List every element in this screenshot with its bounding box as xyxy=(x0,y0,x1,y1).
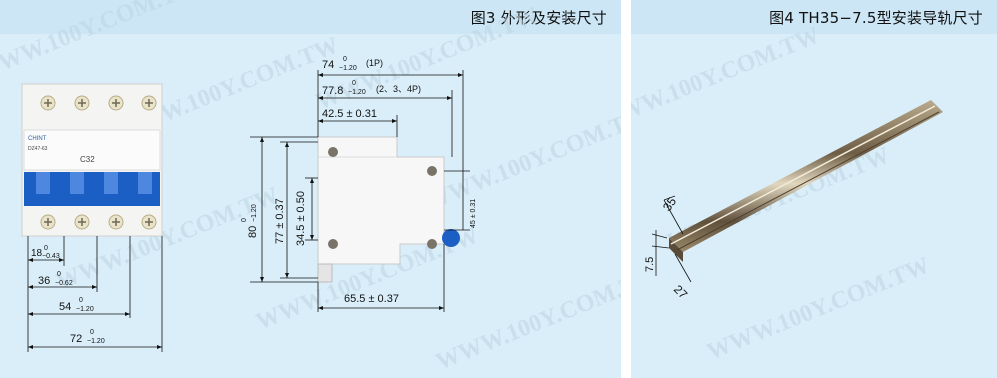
dim-778-tol-lower: −1.20 xyxy=(348,89,366,96)
dim-36-tol-upper: 0 xyxy=(57,271,61,278)
dim-425: 42.5 ± 0.31 xyxy=(322,108,377,120)
rail-dim-35: 35 xyxy=(660,194,679,213)
dim-77: 77 ± 0.37 xyxy=(274,198,286,244)
dim-45: 45 ± 0.31 xyxy=(470,199,477,228)
dim-45-lines xyxy=(444,170,470,231)
dim-36-tol-lower: −0.62 xyxy=(55,280,73,287)
figure3-title: 图3 外形及安装尺寸 xyxy=(470,9,607,27)
figure4-title: 图4 TH35−7.5型安装导轨尺寸 xyxy=(769,9,983,27)
watermark-text: WWW.100Y.COM.TW xyxy=(704,252,934,365)
figure4-panel: 图4 TH35−7.5型安装导轨尺寸 WWW.100Y.COM.TW WWW.1… xyxy=(631,0,997,378)
width-dimension-lines xyxy=(27,236,163,352)
dim-74-value: 74 xyxy=(322,59,334,71)
dim-655-lines xyxy=(317,244,445,312)
dim-80-tol-upper: 0 xyxy=(241,218,248,222)
dim-345: 34.5 ± 0.50 xyxy=(295,191,307,246)
dim-80-tol-lower: −1.20 xyxy=(251,204,258,222)
rail-dimension-lines xyxy=(651,195,692,283)
watermark-text: WWW.100Y.COM.TW xyxy=(631,22,824,135)
figure4-drawing: WWW.100Y.COM.TW WWW.100Y.COM.TW WWW.100Y… xyxy=(631,22,943,366)
breaker-photo: CHINT DZ47-63 C32 xyxy=(21,83,163,237)
dim-74-tol-lower: −1.20 xyxy=(339,65,357,72)
top-dimension-lines xyxy=(317,70,464,230)
rail-dim-75: 7.5 xyxy=(644,257,656,272)
dim-54-tol-lower: −1.20 xyxy=(76,306,94,313)
din-rail xyxy=(669,100,943,262)
dim-18-tol-upper: 0 xyxy=(44,245,48,252)
dim-80-value: 80 xyxy=(247,226,259,238)
dim-72-tol-lower: −1.20 xyxy=(87,338,105,345)
height-dimension-lines xyxy=(250,136,318,283)
dim-655: 65.5 ± 0.37 xyxy=(344,293,399,305)
rail-dim-27: 27 xyxy=(671,282,691,302)
breaker-brand: CHINT xyxy=(28,136,47,142)
dim-36-value: 36 xyxy=(38,275,50,287)
dim-18-tol-lower: −0.43 xyxy=(42,253,60,260)
dim-72-tol-upper: 0 xyxy=(90,329,94,336)
watermark-text: WWW.100Y.COM.TW xyxy=(433,262,621,375)
din-clip xyxy=(442,229,460,247)
figure3-panel: 图3 外形及安装尺寸 WWW.100Y.COM.TW WWW.100Y.COM.… xyxy=(0,0,621,378)
dim-74-tol-upper: 0 xyxy=(343,56,347,63)
figure3-drawing: WWW.100Y.COM.TW WWW.100Y.COM.TW WWW.100Y… xyxy=(0,0,621,376)
dim-18-value: 18 xyxy=(31,248,43,259)
breaker-model: DZ47-63 xyxy=(28,146,48,152)
breaker-rating: C32 xyxy=(80,155,95,164)
dim-778-tol-upper: 0 xyxy=(352,80,356,87)
watermark-text: WWW.100Y.COM.TW xyxy=(0,0,203,86)
watermark-text: WWW.100Y.COM.TW xyxy=(313,2,543,115)
dim-54-tol-upper: 0 xyxy=(79,297,83,304)
dim-74-note: (1P) xyxy=(366,58,383,68)
dim-778-value: 77.8 xyxy=(322,85,343,97)
figure4-title-bar: 图4 TH35−7.5型安装导轨尺寸 xyxy=(631,0,997,34)
figure3-title-bar: 图3 外形及安装尺寸 xyxy=(0,0,621,34)
breaker-side-view xyxy=(317,136,460,283)
dim-54-value: 54 xyxy=(59,301,71,313)
dim-778-note: (2、3、4P) xyxy=(376,84,421,94)
dim-72-value: 72 xyxy=(70,333,82,345)
